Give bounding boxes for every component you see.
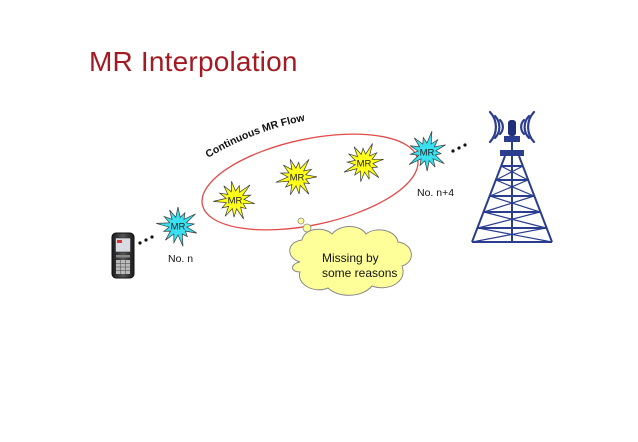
cloud-text-line-2: some reasons bbox=[322, 266, 397, 280]
mr-burst-label: MR bbox=[228, 196, 243, 207]
slide-title: MR Interpolation bbox=[89, 46, 298, 77]
last-mr-label: No. n+4 bbox=[417, 187, 454, 199]
cell-tower-icon bbox=[471, 110, 553, 243]
mr-burst-2: MR bbox=[213, 181, 255, 220]
mr-burst-shape bbox=[156, 206, 197, 247]
mr-burst-4: MR bbox=[343, 143, 384, 182]
mr-burst-3: MR bbox=[275, 159, 317, 195]
cloud-text-line-1: Missing by bbox=[322, 251, 379, 265]
ellipsis-right bbox=[451, 143, 467, 153]
mr-burst-shape bbox=[275, 159, 317, 195]
mobile-phone-icon bbox=[111, 232, 135, 279]
mr-burst-5: MR bbox=[408, 131, 446, 172]
mr-burst-label: MR bbox=[357, 159, 372, 170]
mr-bursts: MR MR MR MR MR bbox=[156, 131, 446, 247]
mr-burst-shape bbox=[213, 181, 255, 220]
mr-burst-shape bbox=[343, 143, 384, 182]
mr-burst-label: MR bbox=[420, 148, 435, 159]
flow-label: Continuous MR Flow bbox=[203, 112, 306, 161]
missing-cloud: Missing by some reasons bbox=[289, 217, 412, 296]
first-mr-label: No. n bbox=[168, 253, 193, 265]
mr-burst-label: MR bbox=[290, 173, 305, 184]
mr-burst-label: MR bbox=[171, 222, 186, 233]
mr-burst-1: MR bbox=[156, 206, 197, 247]
mr-burst-shape bbox=[408, 131, 446, 172]
ellipsis-left bbox=[138, 235, 154, 245]
